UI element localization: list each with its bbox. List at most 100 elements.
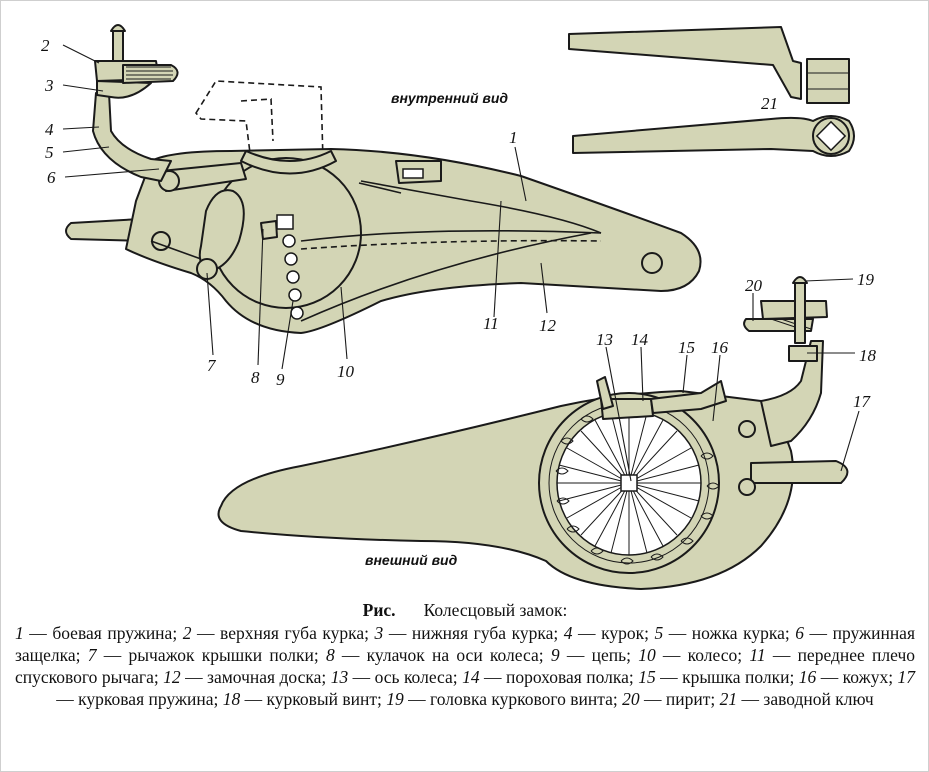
legend-item: 21 — заводной ключ bbox=[719, 689, 874, 709]
callout-11: 11 bbox=[483, 314, 499, 333]
legend-number: 21 bbox=[719, 689, 738, 709]
spanner-top-view bbox=[572, 115, 855, 157]
lower-jaw bbox=[96, 80, 152, 99]
legend-text: колесо bbox=[687, 645, 738, 665]
legend-number: 13 bbox=[330, 667, 349, 687]
leader-lines bbox=[62, 44, 860, 482]
legend-text: нижняя губа курка bbox=[411, 623, 554, 643]
callout-5: 5 bbox=[45, 143, 54, 162]
legend-text: крышка полки bbox=[682, 667, 790, 687]
legend-number: 2 bbox=[182, 623, 192, 643]
legend-number: 8 bbox=[325, 645, 335, 665]
wheellock-drawing: .m { fill: #d3d5b5; stroke: #1a1a1a; str… bbox=[41, 24, 877, 590]
legend-item: 16 — кожух bbox=[798, 667, 889, 687]
legend-number: 3 bbox=[374, 623, 384, 643]
legend-number: 15 bbox=[638, 667, 656, 687]
callout-1: 1 bbox=[509, 128, 518, 147]
mainspring-lower bbox=[300, 239, 602, 250]
legend-number: 20 bbox=[622, 689, 640, 709]
legend-item: 1 — боевая пружина bbox=[15, 623, 173, 643]
legend-item: 17 — курковая пружина bbox=[56, 667, 916, 709]
legend-text: ось колеса bbox=[374, 667, 453, 687]
callout-20: 20 bbox=[745, 276, 763, 295]
legend-item: 6 — пружинная защелка bbox=[15, 623, 916, 665]
legend-number: 18 bbox=[222, 689, 241, 709]
pan-cover bbox=[650, 380, 727, 414]
legend-item: 10 — колесо bbox=[638, 645, 738, 665]
legend-number: 7 bbox=[87, 645, 97, 665]
legend-text: боевая пружина bbox=[52, 623, 173, 643]
legend-item: 19 — головка куркового винта bbox=[386, 689, 613, 709]
lower-spring bbox=[150, 240, 202, 260]
cock-screw bbox=[794, 282, 806, 344]
legend-item: 18 — курковый винт bbox=[222, 689, 378, 709]
jaw-screw-head bbox=[110, 24, 126, 32]
callout-6: 6 bbox=[47, 168, 56, 187]
spanner-socket bbox=[806, 58, 850, 104]
legend-item: 13 — ось колеса bbox=[330, 667, 453, 687]
legend-number: 16 bbox=[798, 667, 817, 687]
cock-spring bbox=[750, 460, 849, 484]
legend-item: 11 — переднее плечо спускового рычага bbox=[15, 645, 916, 687]
priming-pan bbox=[600, 398, 654, 420]
inner-pan bbox=[240, 150, 337, 175]
sear-front-arm bbox=[300, 232, 592, 322]
inner-view-label: внутренний вид bbox=[391, 90, 508, 106]
legend-text: ножка курка bbox=[691, 623, 785, 643]
legend-text: курковая пружина bbox=[78, 689, 214, 709]
legend-item: 12 — замочная доска bbox=[163, 667, 322, 687]
callout-3: 3 bbox=[44, 76, 54, 95]
legend-text: заводной ключ bbox=[763, 689, 874, 709]
legend-text: головка куркового винта bbox=[430, 689, 613, 709]
legend-number: 6 bbox=[795, 623, 805, 643]
caption-title: Колесцовый замок: bbox=[423, 600, 568, 620]
callout-17: 17 bbox=[853, 392, 872, 411]
mainspring-upper bbox=[360, 180, 602, 234]
dashed-jaw bbox=[240, 98, 274, 142]
callout-4: 4 bbox=[45, 120, 54, 139]
legend-number: 1 bbox=[15, 623, 24, 643]
legend-text: пирит bbox=[665, 689, 711, 709]
legend-number: 4 bbox=[563, 623, 573, 643]
mainspring bbox=[300, 229, 602, 242]
legend-item: 8 — кулачок на оси колеса bbox=[325, 645, 539, 665]
wheel-axis bbox=[620, 474, 638, 492]
legend-text: кожух bbox=[842, 667, 889, 687]
outer-view-label: внешний вид bbox=[365, 552, 458, 568]
spanner-key bbox=[568, 26, 855, 157]
legend-number: 12 bbox=[163, 667, 181, 687]
legend-number: 17 bbox=[897, 667, 916, 687]
outer-cock bbox=[760, 340, 824, 447]
legend-number: 11 bbox=[749, 645, 766, 665]
legend-item: 3 — нижняя губа курка bbox=[374, 623, 554, 643]
inner-cock bbox=[92, 92, 172, 182]
callout-2: 2 bbox=[41, 36, 50, 55]
callout-10: 10 bbox=[337, 362, 355, 381]
callout-19: 19 bbox=[857, 270, 875, 289]
caption-title-line: Рис. Колесцовый замок: bbox=[15, 599, 915, 621]
legend-text: переднее плечо спускового рычага bbox=[15, 645, 916, 687]
jaw-screw bbox=[112, 30, 124, 62]
housing-ornament bbox=[555, 415, 720, 565]
legend-item: 9 — цепь bbox=[550, 645, 627, 665]
pyrite-inner bbox=[122, 64, 179, 84]
callout-9: 9 bbox=[276, 370, 285, 389]
legend-text: цепь bbox=[591, 645, 627, 665]
legend-item: 2 — верхняя губа курка bbox=[182, 623, 365, 643]
legend-number: 10 bbox=[638, 645, 656, 665]
legend-text: замочная доска bbox=[207, 667, 322, 687]
legend-text: пороховая полка bbox=[505, 667, 629, 687]
spanner-side-view bbox=[568, 26, 802, 100]
pan-fence bbox=[596, 376, 614, 410]
front-screw-hole bbox=[641, 252, 663, 274]
sear-rod bbox=[358, 182, 402, 194]
legend-text: кулачок на оси колеса bbox=[366, 645, 539, 665]
legend-text: верхняя губа курка bbox=[220, 623, 365, 643]
legend-number: 9 bbox=[550, 645, 560, 665]
figure-caption: Рис. Колесцовый замок: 1 — боевая пружина… bbox=[15, 599, 915, 710]
caption-prefix: Рис. bbox=[362, 600, 396, 620]
cock-screw-head bbox=[792, 276, 808, 284]
inner-view-lock bbox=[65, 24, 702, 334]
legend-item: 7 — рычажок крышки полки bbox=[87, 645, 314, 665]
